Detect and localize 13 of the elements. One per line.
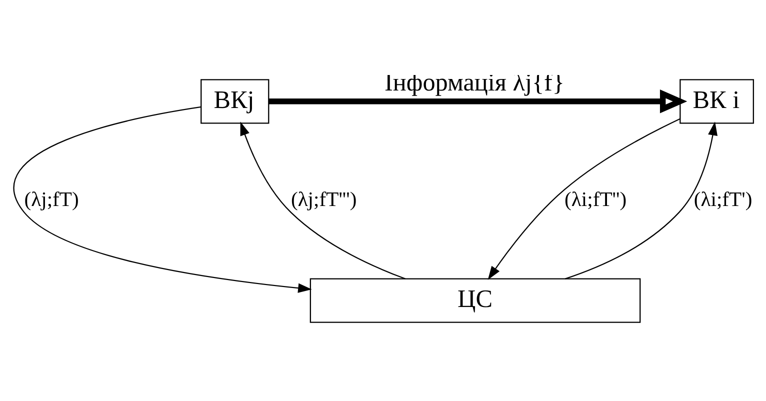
arrow xyxy=(13,106,312,292)
arrow xyxy=(268,89,687,113)
edge-label: (λi;fТ'') xyxy=(564,188,626,211)
edge-label: (λi;fТ') xyxy=(693,188,752,211)
arrow xyxy=(487,118,680,280)
node-box: ЦС xyxy=(309,278,640,322)
node-box: ВК i xyxy=(679,78,754,124)
arrow xyxy=(240,121,405,279)
edge-label: Інформація λj{f} xyxy=(384,69,564,96)
arrow xyxy=(564,121,718,279)
edge-label: (λj;fТ) xyxy=(24,188,78,211)
node-box: ВКj xyxy=(200,78,269,124)
edge-label: (λj;fТ''') xyxy=(290,188,356,211)
